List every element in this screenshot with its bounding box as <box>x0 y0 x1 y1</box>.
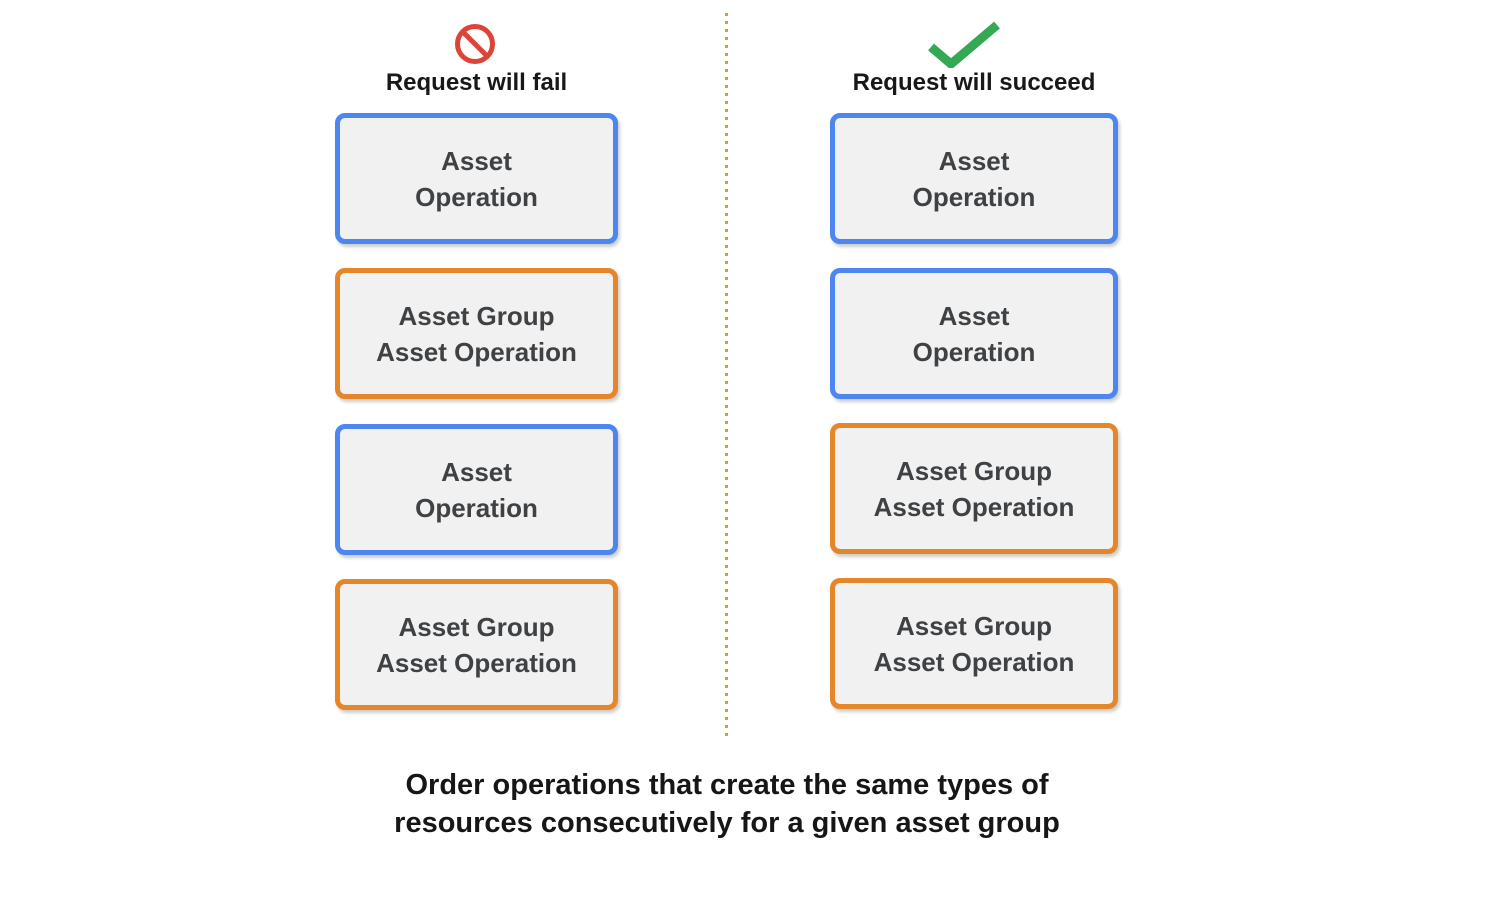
fail-header-label: Request will fail <box>385 69 568 96</box>
box-asset-group-asset-operation: Asset Group Asset Operation <box>335 268 618 399</box>
box-asset-group-asset-operation: Asset Group Asset Operation <box>335 579 618 710</box>
box-asset-operation: Asset Operation <box>335 113 618 244</box>
box-asset-operation: Asset Operation <box>830 113 1118 244</box>
dotted-divider <box>725 13 728 738</box>
box-asset-operation: Asset Operation <box>335 424 618 555</box>
box-asset-group-asset-operation: Asset Group Asset Operation <box>830 423 1118 554</box>
prohibition-icon <box>454 23 496 65</box>
succeed-header-label: Request will succeed <box>852 69 1096 96</box>
box-asset-operation: Asset Operation <box>830 268 1118 399</box>
checkmark-icon <box>926 20 1002 70</box>
box-asset-group-asset-operation: Asset Group Asset Operation <box>830 578 1118 709</box>
diagram-caption: Order operations that create the same ty… <box>394 769 1060 839</box>
